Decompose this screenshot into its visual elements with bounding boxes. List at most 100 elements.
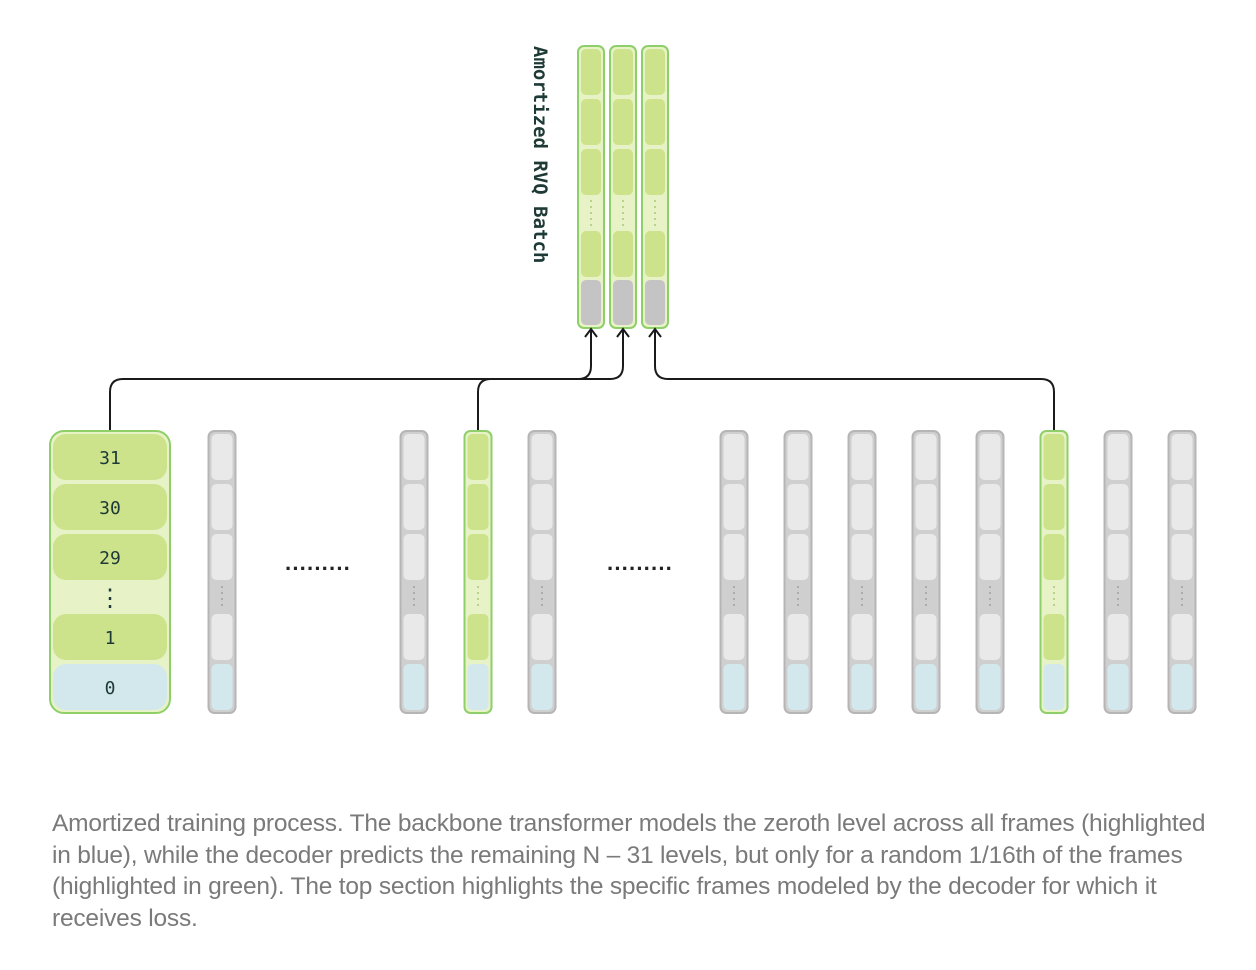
level-label-29: 29 [99,548,121,569]
level-cell [403,614,425,660]
level-cell [467,614,489,660]
connectors [109,327,1055,431]
level-zero-cell [467,664,489,710]
level-cell [1107,534,1129,580]
arrowhead [616,327,630,338]
level-label-0: 0 [105,678,116,699]
batch-cell [613,49,633,95]
level-cell [1107,484,1129,530]
level-cell [1171,484,1193,530]
level-cell [531,484,553,530]
batch-cell [581,49,601,95]
batch-cell [581,149,601,195]
level-zero-cell [1171,664,1193,710]
batch-cell [613,99,633,145]
level-cell [851,534,873,580]
level-cell [1171,614,1193,660]
frame-column [911,430,941,714]
level-zero-cell [53,664,167,710]
level-cell [467,534,489,580]
level-cell [467,484,489,530]
level-cell [723,434,745,480]
level-cell [531,614,553,660]
arrowhead [584,327,598,338]
batch-cell [613,149,633,195]
level-cell [723,484,745,530]
level-zero-cell [787,664,809,710]
level-cell [851,484,873,530]
level-cell [915,484,937,530]
batch-column [577,45,605,329]
gap-dots-left: ········· [285,556,351,581]
batch-cell [645,99,665,145]
frame-column [527,430,557,714]
batch-columns [577,45,669,329]
level-cell [53,534,167,580]
level-cell [1043,534,1065,580]
level-cell [531,434,553,480]
level-cell [1171,434,1193,480]
batch-gray-cell [613,280,633,325]
frame-column [975,430,1005,714]
frame-column-selected [1039,430,1069,714]
level-cell [979,614,1001,660]
batch-cell [645,49,665,95]
level-cell [467,434,489,480]
level-zero-cell [211,664,233,710]
figure-caption: Amortized training process. The backbone… [52,810,1206,932]
level-label-dots: ⋮ [98,584,122,612]
level-label-1: 1 [105,628,116,649]
level-zero-cell [915,664,937,710]
level-cell [1107,434,1129,480]
level-zero-cell [403,664,425,710]
connector-line [109,330,592,431]
level-zero-cell [851,664,873,710]
level-cell [403,434,425,480]
batch-label: Amortized RVQ Batch [529,46,551,263]
level-cell [787,434,809,480]
level-cell [53,614,167,660]
level-cell [851,614,873,660]
level-cell [1107,614,1129,660]
frame-column-selected [463,430,493,714]
level-cell [787,534,809,580]
level-cell [979,434,1001,480]
level-cell [979,534,1001,580]
level-cell [787,614,809,660]
level-cell [211,434,233,480]
gap-dots-right: ········· [607,556,673,581]
frame-column [1167,430,1197,714]
rvq-diagram: Amortized RVQ Batch 31 30 29 ⋮ 1 0 ·····… [49,45,1197,714]
level-zero-cell [1043,664,1065,710]
level-zero-cell [979,664,1001,710]
level-cell [915,534,937,580]
level-cell [1043,484,1065,530]
frame-columns [207,430,1197,714]
batch-column [641,45,669,329]
level-cell [915,614,937,660]
level-cell [53,484,167,530]
arrowhead [648,327,662,338]
level-cell [851,434,873,480]
level-label-31: 31 [99,448,121,469]
level-cell [1171,534,1193,580]
level-cell [53,434,167,480]
batch-column [609,45,637,329]
batch-cell [613,231,633,277]
level-cell [531,534,553,580]
batch-cell [645,231,665,277]
level-cell [403,534,425,580]
frame-column [1103,430,1133,714]
level-cell [723,614,745,660]
level-cell [915,434,937,480]
level-cell [979,484,1001,530]
level-cell [211,614,233,660]
batch-gray-cell [645,280,665,325]
level-cell [211,534,233,580]
batch-gray-cell [581,280,601,325]
connector-line [654,330,1055,431]
level-cell [723,534,745,580]
batch-cell [581,99,601,145]
level-cell [211,484,233,530]
level-cell [1043,434,1065,480]
